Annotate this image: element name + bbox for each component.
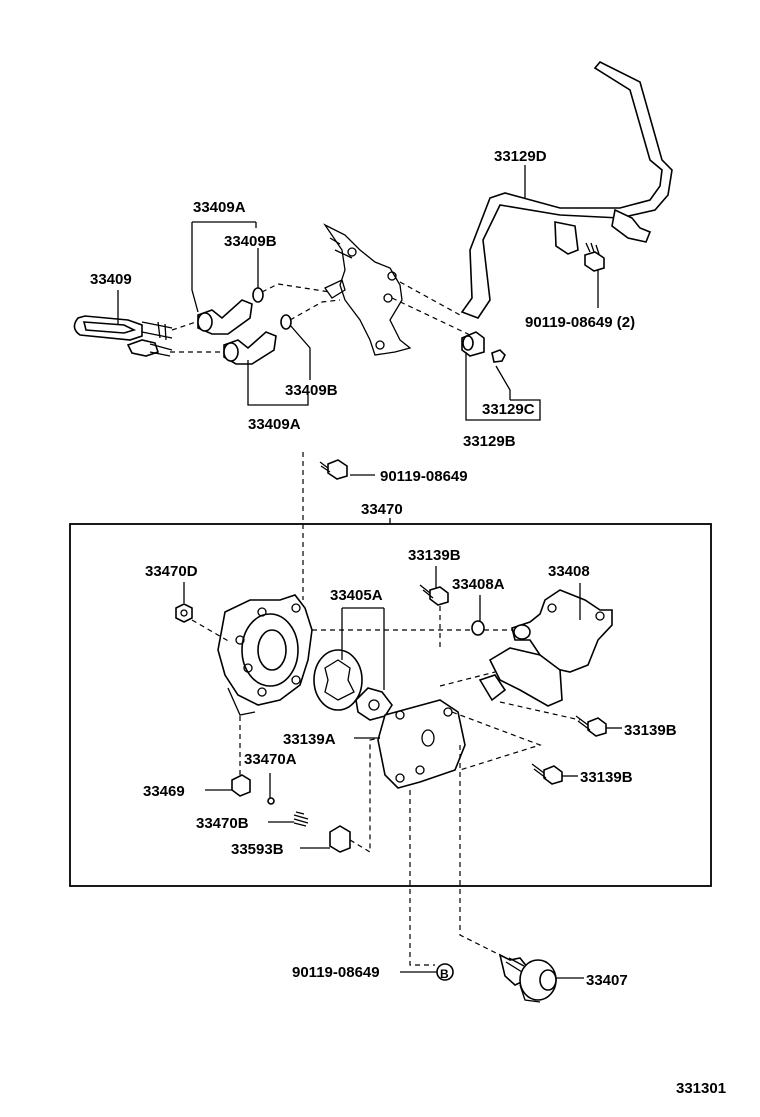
bracket-33408 — [478, 589, 613, 707]
gear-33407 — [498, 953, 557, 1003]
pump-body — [217, 594, 313, 716]
callout-nut: 33129C — [482, 401, 535, 418]
elbow-lower — [223, 331, 277, 365]
ref-mark-b-label: B — [440, 967, 449, 981]
callout-gasket-cover: 33139A — [283, 731, 336, 748]
pipe-33129d — [460, 61, 673, 319]
plug-33469 — [231, 774, 251, 797]
callout-plug-b: 33593B — [231, 841, 284, 858]
callout-pipe: 33129D — [494, 148, 547, 165]
callout-elbow-lower: 33409A — [248, 416, 301, 433]
hose-33409 — [73, 315, 173, 357]
ball-33470a — [267, 797, 275, 805]
plug-33593b — [329, 825, 351, 853]
callout-bolt-mid: 90119-08649 — [380, 468, 468, 485]
plug-33470d — [175, 603, 193, 623]
cover-33139a — [377, 699, 466, 789]
callout-ball: 33470A — [244, 751, 297, 768]
union-33129b — [461, 331, 485, 357]
dash-cover-gear — [459, 745, 501, 956]
callout-union: 33129B — [463, 433, 516, 450]
callout-plug-d: 33470D — [145, 563, 198, 580]
callout-bolt-top: 90119-08649 (2) — [525, 314, 635, 331]
callouts: 33129D 90119-08649 (2) 33409A 33409B 334… — [90, 148, 726, 1097]
callout-gasket-lower: 33409B — [285, 382, 338, 399]
callout-plug: 33469 — [143, 783, 185, 800]
dash-housing-pipe — [399, 281, 461, 316]
gasket-lower — [280, 314, 292, 330]
dash-housing-union — [391, 297, 471, 336]
callout-rotor-set: 33405A — [330, 587, 383, 604]
callout-bracket: 33408 — [548, 563, 590, 580]
spring-33470b — [293, 811, 309, 827]
dash-gaskets-housing — [261, 283, 341, 321]
bolt-cover-top — [419, 584, 449, 606]
dash-bracket — [439, 671, 581, 721]
assembly-label: 33470 — [361, 501, 403, 518]
callout-elbow-upper: 33409A — [193, 199, 246, 216]
dash-cover-bottom-bolt — [409, 790, 435, 966]
callout-bolt-cover-top: 33139B — [408, 547, 461, 564]
callout-bolt-right-2: 33139B — [580, 769, 633, 786]
dash-plug-33593b — [349, 737, 381, 854]
callout-bolt-bottom: 90119-08649 — [292, 964, 380, 981]
callout-seal: 33408A — [452, 576, 505, 593]
callout-gasket-upper: 33409B — [224, 233, 277, 250]
bolt-right-2 — [531, 763, 563, 785]
callout-bolt-right-1: 33139B — [624, 722, 677, 739]
bolt-top — [584, 242, 605, 272]
nut-33129c — [491, 349, 506, 363]
callout-gear: 33407 — [586, 972, 628, 989]
housing-fragment — [323, 223, 412, 356]
callout-hose: 33409 — [90, 271, 132, 288]
dash-hose-elbows — [170, 321, 222, 353]
dash-cover-right — [451, 711, 542, 771]
leader-lines — [117, 165, 622, 979]
seal-33408a — [471, 620, 485, 636]
gasket-upper — [252, 287, 264, 303]
bolt-right-1 — [575, 715, 607, 737]
dash-plug-body — [191, 619, 231, 643]
callout-spring: 33470B — [196, 815, 249, 832]
footer-code: 331301 — [676, 1080, 726, 1097]
elbow-upper — [197, 299, 253, 335]
rotor-set — [313, 649, 393, 721]
bolt-mid — [319, 459, 348, 480]
